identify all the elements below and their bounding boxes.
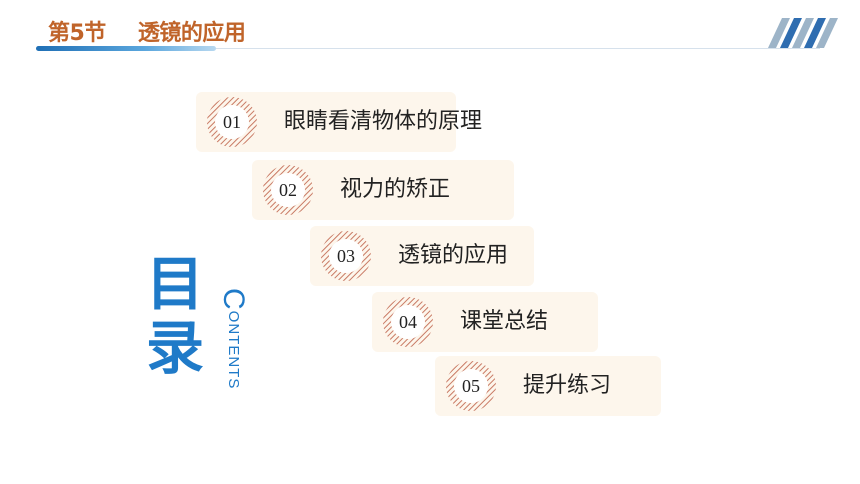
contents-rest: ONTENTS bbox=[225, 310, 242, 390]
section-number: 第5节 bbox=[48, 21, 106, 46]
item-number: 03 bbox=[337, 246, 355, 266]
decorative-stripes-icon bbox=[768, 18, 838, 48]
toc-item-01[interactable]: 01 眼睛看清物体的原理 bbox=[196, 92, 482, 152]
toc-item-05[interactable]: 05 提升练习 bbox=[435, 356, 661, 416]
hatched-circle-icon bbox=[321, 231, 371, 281]
number-badge: 02 bbox=[262, 164, 314, 216]
number-badge: 04 bbox=[382, 296, 434, 348]
toc-item-04[interactable]: 04 课堂总结 bbox=[372, 292, 598, 352]
header-divider bbox=[216, 48, 820, 49]
section-title: 透镜的应用 bbox=[137, 21, 246, 46]
hatched-circle-icon bbox=[383, 297, 433, 347]
item-label: 视力的矫正 bbox=[340, 177, 451, 202]
item-label: 课堂总结 bbox=[460, 309, 549, 334]
hatched-circle-icon bbox=[446, 361, 496, 411]
contents-label: CONTENTS bbox=[217, 288, 250, 390]
item-number: 04 bbox=[399, 312, 417, 332]
item-label: 透镜的应用 bbox=[398, 243, 509, 268]
item-number: 01 bbox=[223, 112, 241, 132]
header-accent-bar bbox=[36, 46, 216, 51]
number-badge: 05 bbox=[445, 360, 497, 412]
item-label: 提升练习 bbox=[523, 373, 612, 398]
toc-item-02[interactable]: 02 视力的矫正 bbox=[252, 160, 514, 220]
contents-initial: C bbox=[217, 288, 250, 311]
toc-title-char: 录 bbox=[145, 314, 204, 382]
number-badge: 01 bbox=[206, 96, 258, 148]
item-number: 05 bbox=[462, 376, 480, 396]
toc-item-03[interactable]: 03 透镜的应用 bbox=[310, 226, 534, 286]
item-label: 眼睛看清物体的原理 bbox=[284, 109, 483, 134]
header-title: 第5节 透镜的应用 bbox=[48, 15, 246, 47]
hatched-circle-icon bbox=[263, 165, 313, 215]
item-number: 02 bbox=[279, 180, 297, 200]
hatched-circle-icon bbox=[207, 97, 257, 147]
toc-title-char: 目 bbox=[145, 250, 204, 318]
number-badge: 03 bbox=[320, 230, 372, 282]
toc-title: 目 录 bbox=[140, 252, 210, 380]
